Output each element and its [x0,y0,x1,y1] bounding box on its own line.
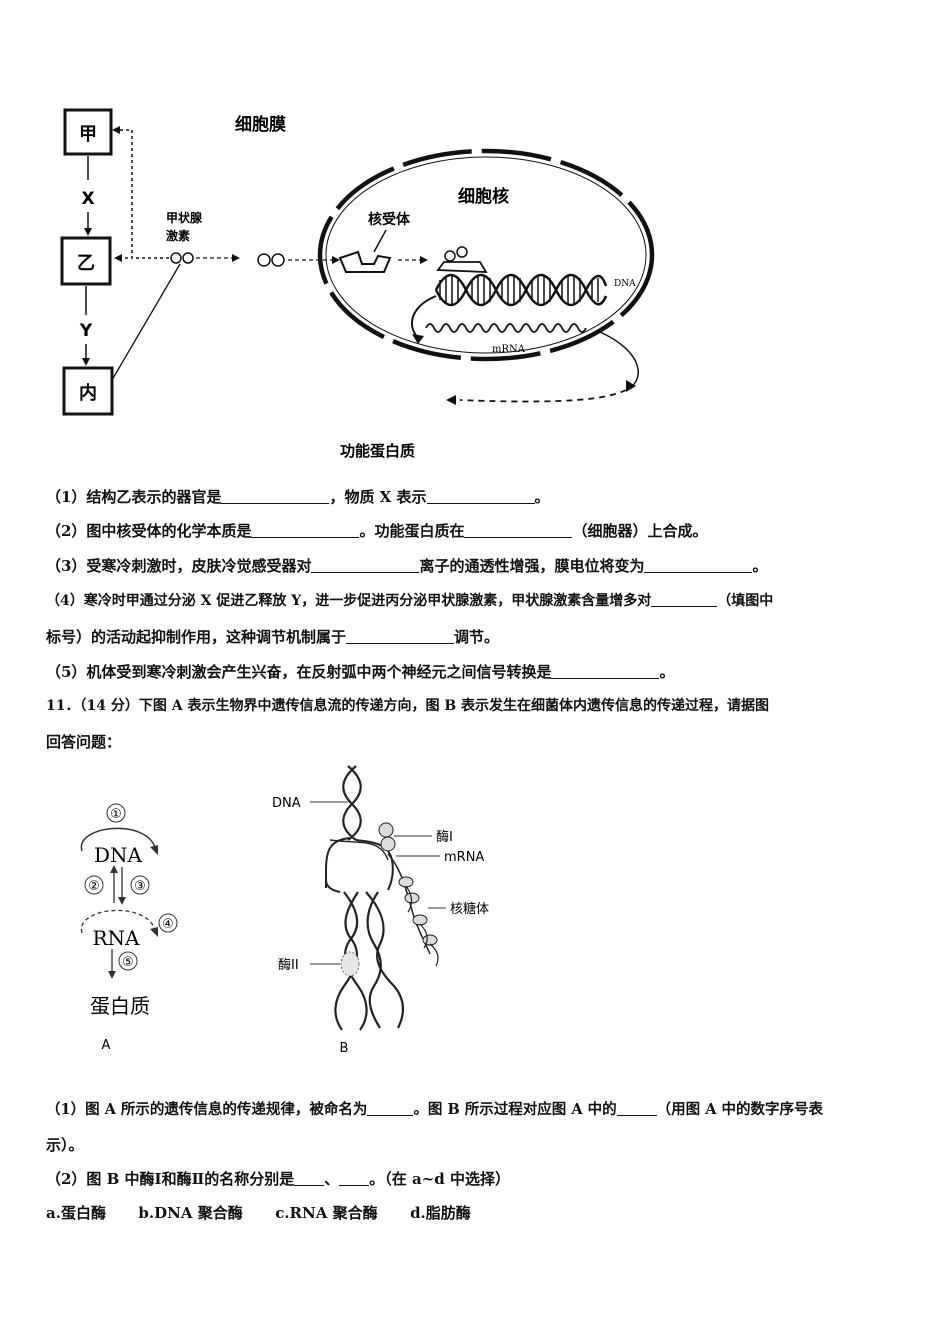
number-5: ⑤ [122,955,134,970]
answer-blank[interactable] [311,558,420,573]
q11-1-text-a: （1）图 A 所示的遗传信息的传递规律，被命名为 [46,1101,368,1118]
q11-part1-cont: 示）。 [46,1134,84,1155]
dna-label: DNA [614,279,636,289]
dna-text: DNA [94,843,143,867]
option-c[interactable]: c.RNA 聚合酶 [275,1204,378,1222]
dna-label-b: DNA [272,796,301,811]
hormone-label-1: 甲状腺 [166,210,203,225]
q10-4-text-a: （4）寒冷时甲通过分泌 X 促进乙释放 Y，进一步促进丙分泌甲状腺激素，甲状腺激… [46,593,652,609]
enzyme1-label: 酶I [436,829,453,845]
q10-5-text-b: 。 [659,663,675,681]
ribosome-label: 核糖体 [450,901,489,917]
number-1: ① [110,807,122,822]
box-yi [60,236,112,286]
q11-2-text-c: 。（在 a~d 中选择） [369,1170,510,1188]
option-d[interactable]: d.脂肪酶 [410,1204,471,1222]
q10-1-text-c: 。 [534,488,550,506]
answer-blank[interactable] [367,1101,414,1116]
q10-part5: （5）机体受到寒冷刺激会产生兴奋，在反射弧中两个神经元之间信号转换是 。 [46,661,674,682]
q10-2-text-b: 。功能蛋白质在 [359,522,465,540]
q11-2-text-a: （2）图 B 中酶Ⅰ和酶Ⅱ的名称分别是 [46,1170,295,1188]
q10-part4: （4）寒冷时甲通过分泌 X 促进乙释放 Y，进一步促进丙分泌甲状腺激素，甲状腺激… [46,590,773,610]
rna-text: RNA [92,926,140,950]
number-3: ③ [134,879,146,894]
answer-blank[interactable] [221,489,330,504]
options-row: a.蛋白酶 b.DNA 聚合酶 c.RNA 聚合酶 d.脂肪酶 [46,1202,471,1223]
nucleus-label: 细胞核 [458,186,509,207]
answer-blank[interactable] [426,489,535,504]
q10-part4-cont: 标号）的活动起抑制作用，这种调节机制属于 调节。 [46,626,499,647]
box-yi-label: 乙 [77,253,95,274]
dna-helix [434,273,608,307]
q10-3-text-b: 离子的通透性增强，膜电位将变为 [419,557,645,575]
answer-blank[interactable] [551,664,660,679]
answer-blank[interactable] [464,523,573,538]
q11-2-text-b: 、 [324,1170,340,1188]
answer-blank[interactable] [339,1171,370,1186]
option-a[interactable]: a.蛋白酶 [46,1204,106,1222]
q10-1-text-b: ，物质 X 表示 [329,488,427,506]
box-bing-label: 内 [79,382,97,404]
box-jia [63,108,113,156]
answer-blank[interactable] [251,523,360,538]
q11-intro-line1: 11．（14 分）下图 A 表示生物界中遗传信息流的传递方向，图 B 表示发生在… [46,698,770,714]
mrna-label-b: mRNA [444,850,484,865]
q10-4-text-d: 调节。 [454,628,500,646]
box-bing [62,366,114,416]
q11-part1: （1）图 A 所示的遗传信息的传递规律，被命名为 。图 B 所示过程对应图 A 中… [46,1098,823,1119]
q10-1-text-a: （1）结构乙表示的器官是 [46,488,222,506]
nuclear-envelope [317,148,655,362]
thyroid-regulation-diagram: 甲 乙 内 X Y 甲状腺 激素 细胞膜 细胞核 核受体 [60,108,655,460]
q10-4-text-b: （填图中 [717,593,774,609]
label-y: Y [79,321,93,341]
number-2: ② [88,879,100,894]
enzyme1-blob [378,822,396,852]
answer-blank[interactable] [294,1171,325,1186]
answer-blank[interactable] [346,629,455,644]
hormone-label-2: 激素 [166,228,190,243]
protein-text: 蛋白质 [90,994,150,1018]
q10-4-text-c: 标号）的活动起抑制作用，这种调节机制属于 [46,628,347,646]
figure-b-caption: B [340,1041,349,1056]
ribosomes [398,876,438,946]
q10-part1: （1）结构乙表示的器官是 ，物质 X 表示 。 [46,486,550,507]
receptor-label: 核受体 [368,211,411,228]
answer-blank[interactable] [644,558,753,573]
number-4: ④ [162,917,174,932]
central-dogma-diagram: ① DNA ② ③ ④ RNA ⑤ 蛋白质 A [80,803,178,1053]
mrna-wave [425,323,587,333]
receptor-shape [338,250,392,273]
q10-2-text-c: （细胞器）上合成。 [572,522,708,540]
label-x: X [81,189,94,209]
q10-part3: （3）受寒冷刺激时，皮肤冷觉感受器对 离子的通透性增强，膜电位将变为 。 [46,555,767,576]
enzyme2-blob [340,951,360,977]
functional-protein-label: 功能蛋白质 [340,442,415,460]
box-jia-label: 甲 [79,124,97,145]
answer-blank[interactable] [651,592,718,607]
mrna-label: mRNA [492,344,526,355]
q10-2-text-a: （2）图中核受体的化学本质是 [46,522,252,540]
q11-1-text-d: 示）。 [46,1136,84,1154]
q11-1-text-b: 。图 B 所示过程对应图 A 中的 [413,1101,617,1118]
q10-5-text-a: （5）机体受到寒冷刺激会产生兴奋，在反射弧中两个神经元之间信号转换是 [46,663,552,681]
figure-a-caption: A [102,1038,111,1053]
answer-blank[interactable] [616,1101,657,1116]
option-b[interactable]: b.DNA 聚合酶 [138,1204,243,1222]
enzyme2-label: 酶II [278,957,299,973]
bacterial-transcription-translation-diagram: DNA 酶I mRNA 核糖体 酶II B [272,765,489,1056]
q10-part2: （2）图中核受体的化学本质是 。功能蛋白质在 （细胞器）上合成。 [46,520,707,541]
q10-3-text-c: 。 [752,557,768,575]
q11-1-text-c: （用图 A 中的数字序号表 [656,1101,823,1118]
q11-part2: （2）图 B 中酶Ⅰ和酶Ⅱ的名称分别是 、 。（在 a~d 中选择） [46,1168,510,1189]
cell-membrane-label: 细胞膜 [235,114,286,135]
q11-intro-line2: 回答问题： [46,733,122,751]
q10-3-text-a: （3）受寒冷刺激时，皮肤冷觉感受器对 [46,557,312,575]
